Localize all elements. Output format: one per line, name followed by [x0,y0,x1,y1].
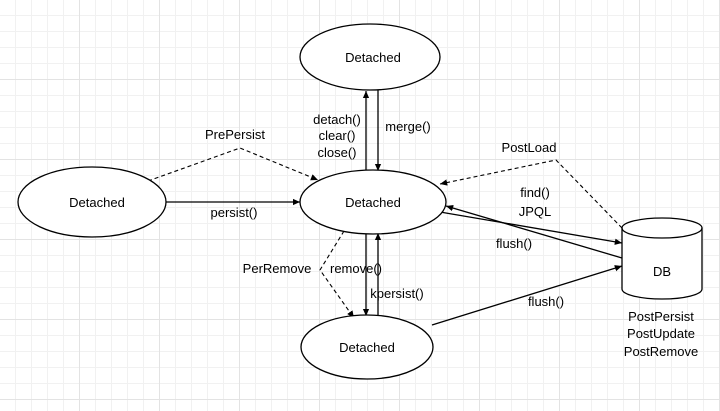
label-kpersist: kpersist() [370,286,423,301]
label-remove: remove() [330,261,382,276]
node-top[interactable]: Detached [299,23,441,91]
label-jpql: JPQL [519,204,552,219]
node-center[interactable]: Detached [299,169,447,235]
node-bottom-label: Detached [339,340,395,355]
edge-prepersist [147,147,319,182]
label-close: close() [317,145,356,160]
edges [147,90,623,326]
node-db[interactable]: DB [621,217,703,300]
node-center-label: Detached [345,195,401,210]
edge-labels: detach() clear() close() merge() PrePers… [205,112,698,359]
edge-perremove [319,230,355,319]
db-callback-postremove: PostRemove [624,344,698,359]
db-callback-postpersist: PostPersist [628,309,694,324]
label-detach: detach() [313,112,361,127]
label-flush-center: flush() [496,236,532,251]
label-clear: clear() [319,128,356,143]
label-merge: merge() [385,119,431,134]
label-persist: persist() [211,205,258,220]
label-perremove: PerRemove [243,261,312,276]
edge-flush-bottom [431,265,623,326]
db-callback-postupdate: PostUpdate [627,326,695,341]
node-left-label: Detached [69,195,125,210]
node-left[interactable]: Detached [17,166,167,238]
nodes: Detached Detached Detached Detached DB [17,23,703,380]
db-label: DB [653,264,671,279]
label-prepersist: PrePersist [205,127,265,142]
edge-flush-center [445,204,623,259]
label-find: find() [520,185,550,200]
node-bottom[interactable]: Detached [300,314,434,380]
node-top-label: Detached [345,50,401,65]
label-postload: PostLoad [502,140,557,155]
label-flush-bottom: flush() [528,294,564,309]
edge-postload [439,159,623,229]
edge-find-jpql [439,211,623,245]
